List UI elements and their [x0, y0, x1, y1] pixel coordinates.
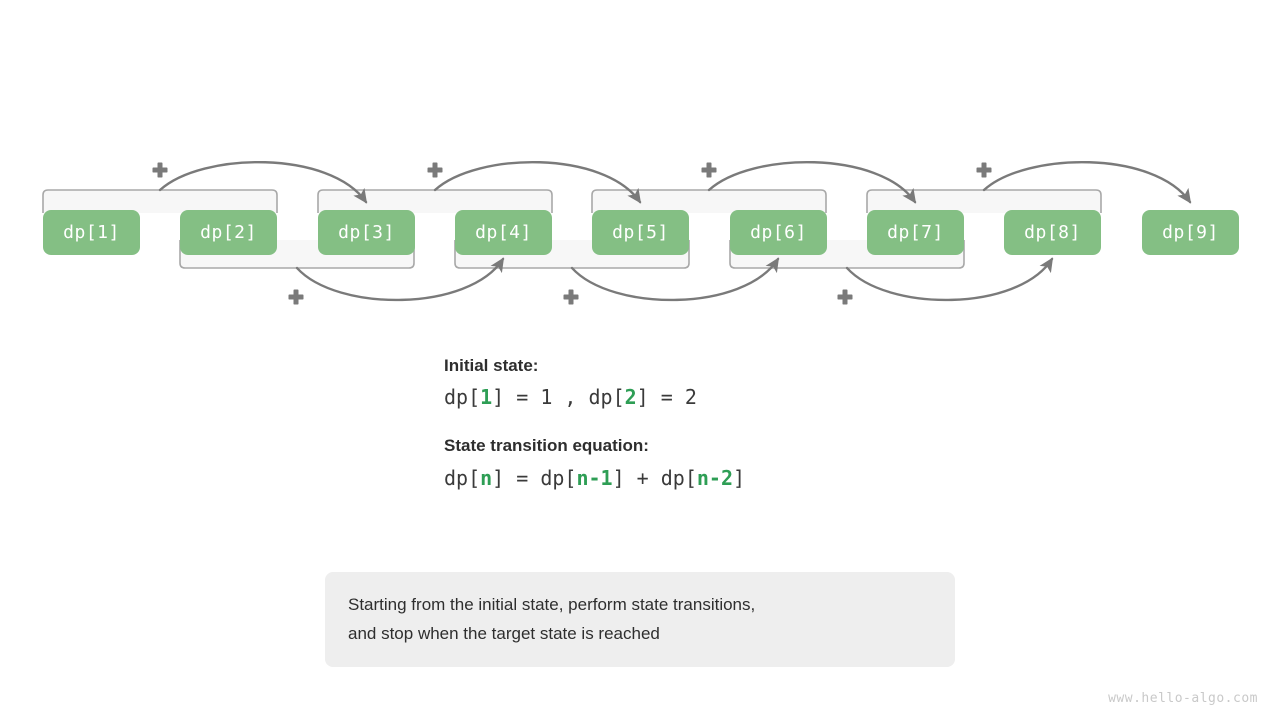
- transition-equation-formula: dp[n] = dp[n-1] + dp[n-2]: [444, 466, 964, 491]
- arrow-group: [158, 161, 1192, 302]
- formula-index: n-1: [576, 465, 613, 490]
- dp-cell-8: dp[8]: [1004, 210, 1101, 255]
- plus-sign-top-0: [152, 162, 168, 178]
- dp-cell-6: dp[6]: [730, 210, 827, 255]
- formula-text: ] + dp[: [612, 465, 697, 490]
- formula-index: 1: [480, 385, 493, 410]
- formula-text: ] = 2: [636, 385, 697, 410]
- plus-sign-top-1: [427, 162, 443, 178]
- formula-index: 2: [624, 385, 637, 410]
- diagram-canvas: [42, 161, 1192, 305]
- transition-arrow-top-3: [982, 161, 1192, 204]
- dp-cell-9: dp[9]: [1142, 210, 1239, 255]
- initial-state-formula: dp[1] = 1 , dp[2] = 2: [444, 385, 964, 410]
- transition-arrow-top-0: [158, 161, 368, 204]
- plus-sign-bottom-1: [563, 289, 579, 305]
- dp-transition-diagram: dp[1] dp[2] dp[3] dp[4] dp[5] dp[6] dp[7] dp[8]…: [0, 0, 1280, 340]
- transition-arrow-bottom-2: [845, 257, 1054, 302]
- bracket-group-bottom: [179, 240, 965, 269]
- dp-cell-1: dp[1]: [43, 210, 140, 255]
- plus-sign-bottom-2: [837, 289, 853, 305]
- formula-text: dp[: [444, 385, 481, 410]
- watermark: www.hello-algo.com: [1108, 691, 1258, 706]
- formula-text: dp[: [444, 465, 481, 490]
- explanation-block: Initial state: dp[1] = 1 , dp[2] = 2 Sta…: [444, 356, 964, 517]
- plus-sign-top-3: [976, 162, 992, 178]
- plus-sign-group: [152, 162, 992, 305]
- note-text: Starting from the initial state, perform…: [348, 595, 756, 643]
- plus-sign-bottom-0: [288, 289, 304, 305]
- formula-text: ]: [733, 465, 746, 490]
- dp-cell-3: dp[3]: [318, 210, 415, 255]
- transition-arrow-bottom-1: [570, 257, 780, 302]
- transition-arrow-top-2: [707, 161, 917, 204]
- transition-arrow-top-1: [433, 161, 642, 204]
- dp-cell-5: dp[5]: [592, 210, 689, 255]
- dp-cell-2: dp[2]: [180, 210, 277, 255]
- transition-arrow-bottom-0: [295, 257, 505, 302]
- note-box: Starting from the initial state, perform…: [325, 572, 955, 667]
- formula-index: n-2: [696, 465, 734, 490]
- formula-text: ] = 1 , dp[: [492, 385, 625, 410]
- formula-text: ] = dp[: [492, 465, 577, 490]
- initial-state-heading: Initial state:: [444, 356, 539, 375]
- dp-cell-4: dp[4]: [455, 210, 552, 255]
- dp-cell-7: dp[7]: [867, 210, 964, 255]
- transition-equation-heading: State transition equation:: [444, 436, 649, 456]
- plus-sign-top-2: [701, 162, 717, 178]
- formula-index: n: [480, 465, 493, 490]
